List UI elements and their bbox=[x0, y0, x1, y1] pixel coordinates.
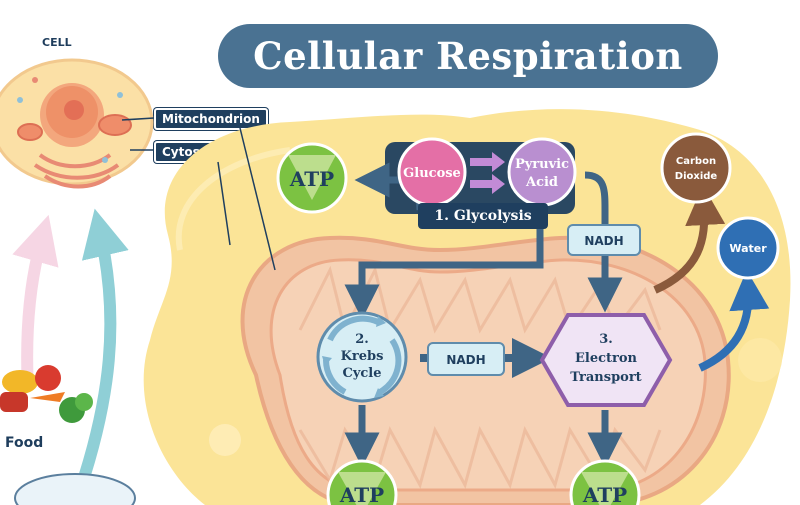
pyruvic-label-line2: Acid bbox=[525, 175, 558, 190]
krebs-cycle-icon bbox=[316, 311, 408, 403]
food-label: Food bbox=[5, 435, 44, 451]
nadh-top-label: NADH bbox=[584, 234, 623, 248]
atp-bottom-left-icon bbox=[326, 459, 398, 505]
krebs-label-line3: Cycle bbox=[342, 366, 381, 381]
atp-bottom-right-label: ATP bbox=[582, 483, 627, 505]
glucose-label: Glucose bbox=[403, 166, 461, 181]
nadh-middle-box bbox=[427, 342, 505, 376]
carbon-dioxide-line1: Carbon bbox=[676, 156, 716, 167]
krebs-label-line1: 2. bbox=[355, 332, 369, 347]
arrow-to-carbon-dioxide bbox=[653, 185, 726, 294]
glycolysis-step-label: 1. Glycolysis bbox=[418, 203, 548, 229]
krebs-label-line2: Krebs bbox=[341, 349, 384, 364]
cloud-shape bbox=[14, 473, 136, 505]
electron-label-line2: Electron bbox=[575, 351, 638, 366]
atp-bottom-left-label: ATP bbox=[339, 483, 384, 505]
arrow-to-electron bbox=[584, 171, 623, 313]
electron-label-line1: 3. bbox=[599, 332, 613, 347]
cell-illustration bbox=[0, 58, 276, 271]
pyruvic-circle bbox=[507, 137, 577, 207]
nadh-top-box bbox=[567, 224, 641, 256]
arrow-to-water bbox=[698, 270, 770, 372]
arrow-to-krebs bbox=[344, 205, 544, 320]
glucose-to-pyruvic-arrow-2 bbox=[470, 174, 505, 194]
cell-label: CELL bbox=[42, 36, 72, 49]
atp-bottom-right-icon bbox=[569, 459, 641, 505]
carbon-dioxide-line2: Dioxide bbox=[675, 171, 718, 182]
carbon-dioxide-circle bbox=[660, 132, 732, 204]
atp-left-label: ATP bbox=[289, 167, 334, 191]
atp-left-icon bbox=[276, 142, 348, 214]
electron-transport-hexagon bbox=[539, 313, 673, 407]
nadh-middle-label: NADH bbox=[446, 353, 485, 367]
electron-label-line3: Transport bbox=[570, 370, 641, 385]
food-arrow-pink bbox=[12, 214, 59, 391]
food-icon bbox=[0, 365, 93, 423]
food-arrow-teal bbox=[74, 208, 129, 492]
page-title: Cellular Respiration bbox=[253, 34, 683, 78]
mitochondrion-tag: Mitochondrion bbox=[154, 108, 268, 130]
water-label: Water bbox=[729, 242, 767, 255]
pyruvic-label-line1: Pyruvic bbox=[515, 157, 569, 172]
glucose-to-pyruvic-arrow-1 bbox=[470, 152, 505, 172]
title-banner: Cellular Respiration bbox=[218, 24, 718, 88]
water-circle bbox=[716, 216, 780, 280]
